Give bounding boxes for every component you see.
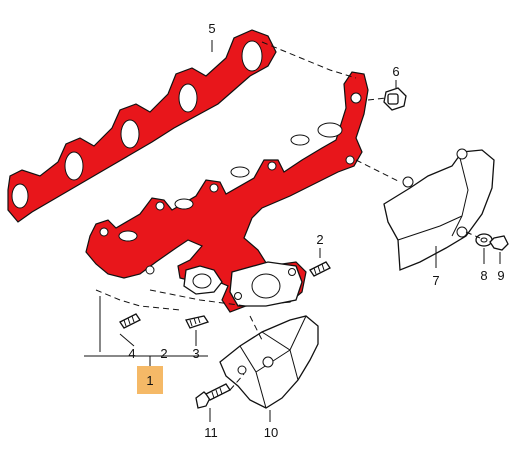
turbo-outlet: [251, 273, 281, 299]
manifold-gasket: [7, 29, 277, 223]
bracket-hole: [237, 365, 247, 375]
gasket-port-1: [11, 183, 29, 209]
stud-3: [185, 315, 210, 329]
heat-shield-hole: [456, 226, 468, 238]
manifold-inner-port: [230, 166, 250, 178]
manifold-inner-port: [118, 230, 138, 242]
heat-shield-edge: [451, 157, 469, 237]
manifold-outlet-port: [317, 122, 343, 138]
gasket-port-3: [120, 119, 140, 149]
washer-8: [475, 233, 493, 247]
manifold-bolt-hole: [145, 265, 155, 275]
callout-2-left: 2: [160, 346, 167, 361]
highlighted-callout-box: [137, 366, 163, 394]
bracket-rib: [239, 345, 267, 409]
callout-2-right: 2: [316, 232, 323, 247]
callout-6: 6: [392, 64, 399, 79]
heat-shield: [383, 148, 495, 271]
manifold-bolt-hole: [350, 92, 362, 104]
manifold-body: [85, 71, 369, 313]
callout-11: 11: [204, 425, 218, 440]
bolt-11: [195, 383, 231, 409]
heat-shield-edge: [397, 215, 463, 241]
manifold-bolt-hole: [155, 201, 165, 211]
manifold-bolt-hole: [99, 227, 109, 237]
bracket-hole: [262, 356, 274, 368]
heat-shield-body: [383, 149, 495, 271]
callout-8: 8: [480, 268, 487, 283]
manifold-bolt-hole: [209, 183, 219, 193]
exhaust-manifold: [85, 71, 369, 313]
callout-1: 1: [146, 373, 153, 388]
gasket-port-2: [64, 151, 84, 181]
callout-5: 5: [208, 21, 215, 36]
manifold-inner-port: [290, 134, 310, 146]
callout-4: 4: [128, 346, 135, 361]
stud-4: [119, 313, 141, 329]
flange-opening: [192, 273, 212, 289]
nut-9: [489, 235, 509, 251]
callout-3: 3: [192, 346, 199, 361]
heat-shield-hole: [402, 176, 414, 188]
stud-2-right: [309, 261, 331, 277]
manifold-bracket: [219, 315, 319, 409]
nut-6: [383, 87, 407, 111]
callout-10: 10: [264, 425, 278, 440]
manifold-bolt-hole: [267, 161, 277, 171]
gasket-port-5: [241, 40, 263, 72]
turbo-flange-hole: [234, 292, 242, 300]
gasket-port-4: [178, 83, 198, 113]
callout-7: 7: [432, 273, 439, 288]
turbo-flange-hole: [288, 268, 296, 276]
manifold-inner-port: [174, 198, 194, 210]
leader-lines: [84, 40, 501, 422]
callout-9: 9: [497, 268, 504, 283]
heat-shield-hole: [456, 148, 468, 160]
manifold-bolt-hole: [345, 155, 355, 165]
